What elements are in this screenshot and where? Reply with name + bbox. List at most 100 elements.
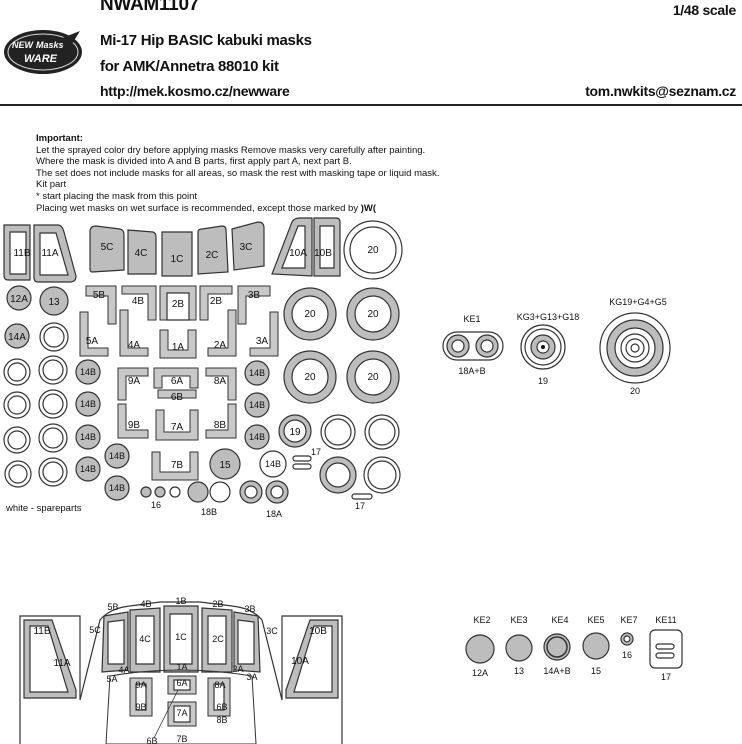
part-label: 14A [8,332,26,343]
wheel-masks: 20 20 20 20 20 [283,220,403,404]
svg-text:2C: 2C [212,634,224,644]
svg-text:14B: 14B [265,459,281,469]
part-label: 5A [86,336,99,347]
instruction-line: Let the sprayed color dry before applyin… [36,144,426,156]
part-label: 2C [206,250,219,261]
svg-text:16: 16 [622,650,632,660]
kg3-diagram: KG3+G13+G18 19 [517,312,580,386]
part-label: 5B [93,290,106,301]
logo-new: NEW [12,40,35,50]
part-label: 11A [41,248,58,259]
svg-text:14A+B: 14A+B [543,666,570,676]
svg-text:5A: 5A [106,674,117,684]
svg-text:17: 17 [661,672,671,682]
part-label: 3A [256,336,269,347]
svg-text:1B: 1B [175,596,186,606]
svg-text:20: 20 [367,309,379,320]
svg-text:18A: 18A [266,509,282,519]
svg-text:16: 16 [151,500,161,510]
part-label: 6A [171,376,184,387]
part-label: 4C [135,248,148,259]
email-link[interactable]: tom.nwkits@seznam.cz [585,83,736,99]
svg-text:20: 20 [367,245,379,256]
part-label: 2A [214,340,227,351]
svg-text:KG19+G4+G5: KG19+G4+G5 [609,297,667,307]
svg-text:6A: 6A [176,678,187,688]
svg-text:18A+B: 18A+B [458,366,485,376]
svg-text:9B: 9B [135,702,146,712]
svg-text:15: 15 [219,460,231,471]
part-label: 13 [48,297,60,308]
svg-text:12A: 12A [472,668,488,678]
svg-text:9A: 9A [135,680,146,690]
svg-text:11A: 11A [53,658,70,669]
part-label: 5C [101,242,114,253]
svg-text:5C: 5C [89,625,101,635]
part-label: 4B [132,296,145,307]
part-label: 3C [240,242,253,253]
part-label: 4A [128,340,141,351]
svg-text:4C: 4C [139,634,151,644]
website-link[interactable]: http://mek.kosmo.cz/newware [100,83,290,99]
part-label: 8B [214,420,227,431]
svg-text:4B: 4B [140,599,151,609]
logo-masks: Masks [36,40,64,50]
round-masks-left: 12A 13 14A 14B 14B 14B 14B 14B 14B 14B 1… [3,285,270,501]
part-label: 2B [172,299,185,310]
svg-text:20: 20 [630,386,640,396]
svg-text:10A: 10A [291,656,309,667]
svg-text:14B: 14B [109,451,125,461]
instruction-line: Where the mask is divided into A and B p… [36,156,352,168]
svg-text:13: 13 [514,666,524,676]
svg-text:20: 20 [367,372,379,383]
part-label: 10A [289,248,307,259]
part-label: 9A [128,376,141,387]
svg-text:KE11: KE11 [655,615,676,625]
svg-text:14B: 14B [80,399,96,409]
part-label: 8A [214,376,227,387]
svg-text:KE5: KE5 [587,615,604,625]
windows-a-row: 5A 4A 1A 2A 3A [79,309,279,359]
instruction-line: Kit part [36,179,67,191]
svg-text:4A: 4A [118,665,129,675]
svg-text:5B: 5B [107,602,118,612]
svg-text:1A: 1A [176,662,187,672]
svg-text:18B: 18B [201,507,217,517]
svg-text:20: 20 [304,372,316,383]
svg-text:2A: 2A [232,664,243,674]
svg-text:15: 15 [591,666,601,676]
part-label: 7B [171,460,184,471]
spare-parts-note: white - spareparts [5,503,82,514]
svg-text:14B: 14B [249,400,265,410]
svg-text:19: 19 [289,427,301,438]
svg-text:14B: 14B [109,483,125,493]
product-title: Mi-17 Hip BASIC kabuki masks [100,32,312,49]
windows-c-row: 5C 4C 1C 2C 3C [89,221,265,277]
svg-text:17: 17 [355,501,365,511]
part-label: 6B [171,392,184,403]
svg-text:7B: 7B [176,734,187,744]
side-window-right: 10A 10B [271,217,341,277]
part-label: 11B [13,248,30,259]
part-label: 10B [314,248,332,259]
instruction-line: * start placing the mask from this point [36,190,198,202]
door-frames: 9A 6A 6B 8A 9B 7A 8B 7B [117,367,237,481]
side-window-left: 11B 11A [3,224,77,283]
svg-text:KG3+G13+G18: KG3+G13+G18 [517,312,580,322]
part-label: 7A [171,422,184,433]
wet-marker-icon: )W( [360,202,377,214]
svg-text:6B: 6B [216,702,227,712]
svg-text:6B: 6B [146,736,157,744]
part-label: 1C [171,254,184,265]
svg-text:3B: 3B [244,604,255,614]
svg-text:14B: 14B [249,368,265,378]
svg-text:20: 20 [304,309,316,320]
placement-diagram: 11B 11A 10B 10A 5B 4B 1B 2B 3B 5C 4C 1C … [19,596,343,744]
kit-line: for AMK/Annetra 88010 kit [100,58,279,75]
newware-logo: NEW Masks WARE [4,30,82,74]
part-label: 9B [128,420,141,431]
ke-bottom-row: KE2 12A KE3 13 KE4 14A+B KE5 15 KE7 16 K… [465,615,683,682]
windows-b-row: 5B 4B 2B 2B 3B [85,285,271,325]
svg-text:14B: 14B [80,464,96,474]
